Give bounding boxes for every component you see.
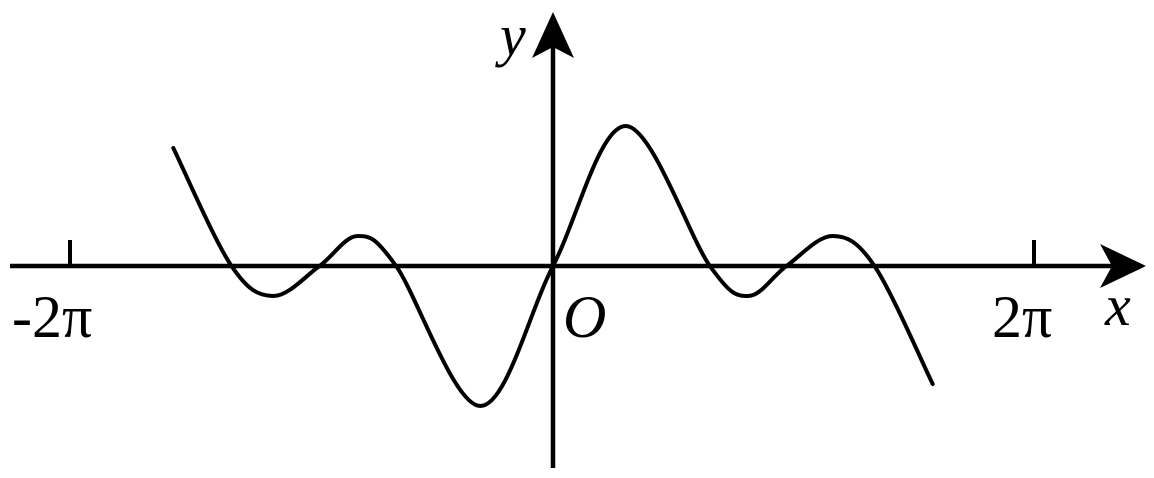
origin-label: O [563,284,606,350]
function-curve [171,124,935,408]
y-axis-arrow-icon [532,12,574,58]
y-axis-label: y [495,3,526,68]
x-axis-label: x [1104,273,1131,338]
tick-right-label: 2π [992,284,1052,350]
tick-left-label: -2π [12,284,92,350]
x-axis-arrow-icon [1100,244,1146,288]
